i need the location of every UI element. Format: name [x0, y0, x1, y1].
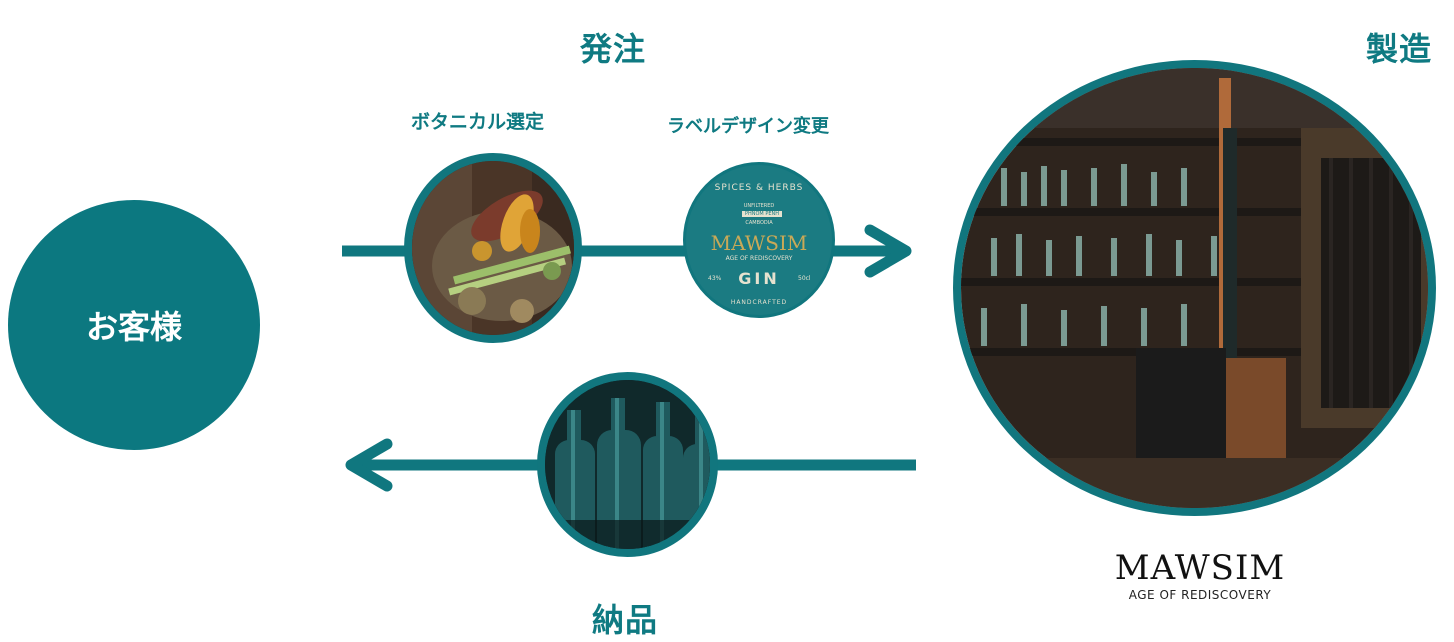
customer-label: お客様 [85, 308, 182, 346]
badge-top: SPICES & HERBS [714, 183, 804, 193]
badge-origin1: PHNOM PENH [742, 211, 782, 217]
badge-abv: 43% [708, 275, 722, 282]
label-design-label: ラベルデザイン変更 [667, 116, 829, 137]
bottles-illustration [545, 380, 710, 549]
botanical-label: ボタニカル選定 [411, 111, 545, 133]
label-badge: SPICES & HERBS UNFILTERED PHNOM PENH CAM… [683, 162, 835, 318]
badge-bottom: HANDCRAFTED [730, 299, 788, 306]
manufacturing-heading: 製造 [1366, 30, 1433, 68]
logo-tagline: AGE OF REDISCOVERY [1128, 588, 1272, 602]
botanical-illustration [412, 161, 574, 335]
badge-vol: 50cl [798, 275, 811, 282]
logo-brand: MAWSIM [1114, 548, 1286, 588]
badge-tagline: AGE OF REDISCOVERY [725, 255, 793, 262]
mawsim-logo: MAWSIM AGE OF REDISCOVERY [1098, 548, 1302, 602]
badge-unfiltered: UNFILTERED [743, 203, 775, 209]
botanical-photo [404, 153, 582, 343]
badge-product: GIN [738, 269, 780, 288]
badge-origin2: CAMBODIA [745, 220, 773, 226]
customer-node: お客様 [8, 200, 260, 450]
manufacturing-photo [953, 60, 1436, 516]
badge-brand: MAWSIM [710, 231, 808, 255]
delivery-heading: 納品 [592, 601, 659, 639]
distillery-illustration [961, 68, 1428, 508]
bottles-photo [537, 372, 718, 557]
order-heading: 発注 [580, 30, 647, 68]
